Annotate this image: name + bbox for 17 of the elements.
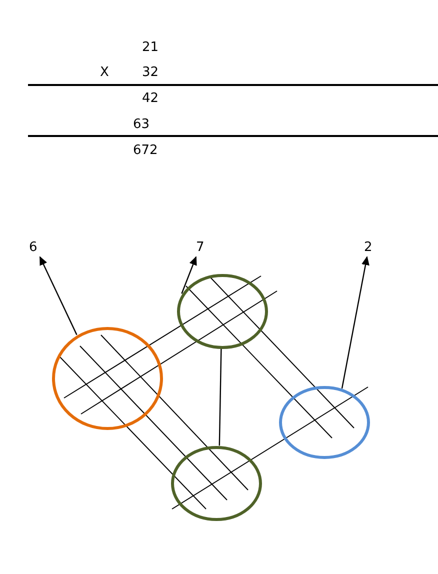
number-label: 21 <box>142 40 159 56</box>
arrow <box>341 256 370 389</box>
number-label: 42 <box>142 91 159 107</box>
ellipse-shape <box>176 274 268 348</box>
ellipse-shape <box>52 326 162 430</box>
number-label: 63 <box>133 117 150 133</box>
arrow <box>181 256 197 294</box>
multiply-sign: X <box>100 65 109 81</box>
result-digit: 2 <box>364 239 375 257</box>
number-label: 32 <box>142 65 159 81</box>
ellipse-shape <box>170 446 262 520</box>
connector-line <box>218 348 222 446</box>
number-label: 672 <box>133 143 158 159</box>
ellipse-shape <box>278 386 370 458</box>
result-digit: 6 <box>29 239 40 257</box>
result-digit: 7 <box>196 239 207 257</box>
arrow <box>39 256 78 336</box>
